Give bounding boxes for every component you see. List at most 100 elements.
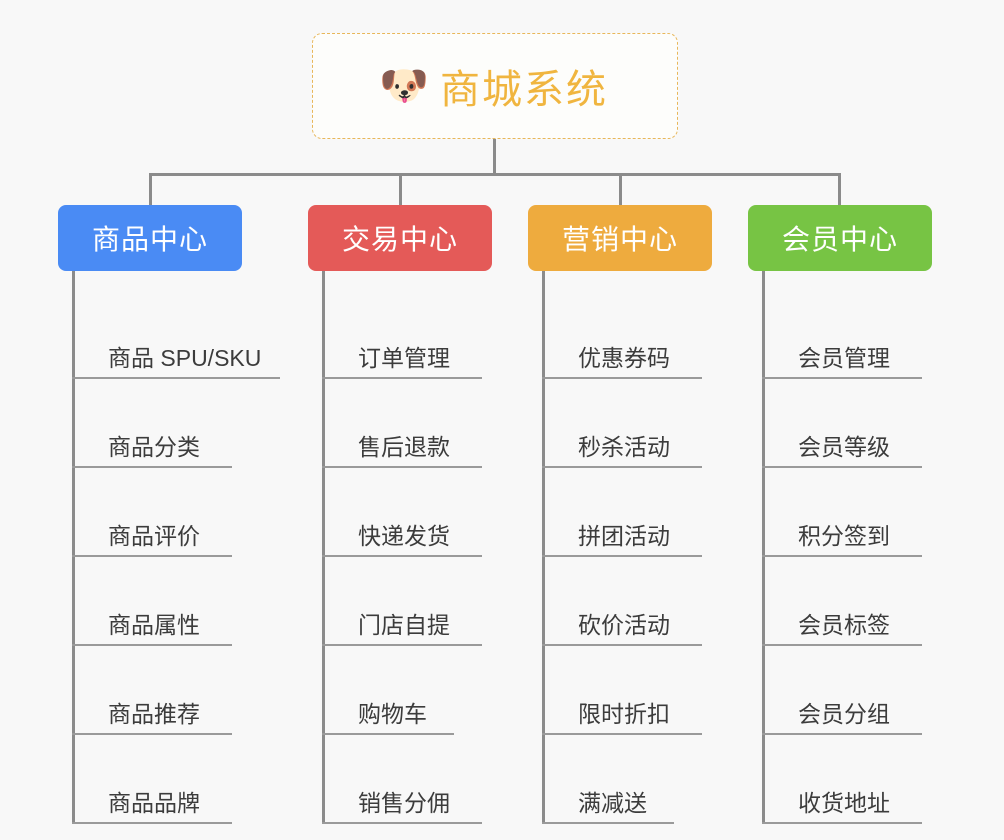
leaf-rail-product-center [72, 290, 75, 824]
leaf-item[interactable]: 优惠券码 [542, 290, 702, 379]
leaf-item[interactable]: 销售分佣 [322, 735, 482, 824]
leaf-underline [762, 822, 922, 824]
leaf-item[interactable]: 商品评价 [72, 468, 261, 557]
leaf-underline [762, 555, 922, 557]
leaf-underline [72, 377, 280, 379]
leaf-underline [542, 377, 702, 379]
leaf-item-label: 拼团活动 [578, 523, 670, 550]
leaf-item[interactable]: 会员标签 [762, 557, 922, 646]
connector-stub-product-center [72, 271, 75, 293]
leaf-item-label: 积分签到 [798, 523, 890, 550]
connector-stub-marketing-center [542, 271, 545, 293]
leaf-item[interactable]: 商品属性 [72, 557, 261, 646]
leaf-item[interactable]: 售后退款 [322, 379, 482, 468]
leaf-item[interactable]: 商品推荐 [72, 646, 261, 735]
category-box-marketing-center[interactable]: 营销中心 [528, 205, 712, 271]
leaf-item[interactable]: 快递发货 [322, 468, 482, 557]
leaf-item-label: 会员管理 [798, 345, 890, 372]
leaf-column-marketing-center: 优惠券码秒杀活动拼团活动砍价活动限时折扣满减送 [542, 290, 702, 824]
category-box-trade-center[interactable]: 交易中心 [308, 205, 492, 271]
leaf-item-label: 商品品牌 [108, 790, 200, 817]
leaf-underline [72, 466, 232, 468]
leaf-item[interactable]: 拼团活动 [542, 468, 702, 557]
category-box-member-center[interactable]: 会员中心 [748, 205, 932, 271]
leaf-item[interactable]: 砍价活动 [542, 557, 702, 646]
leaf-item-label: 会员标签 [798, 612, 890, 639]
leaf-column-trade-center: 订单管理售后退款快递发货门店自提购物车销售分佣 [322, 290, 482, 824]
category-label: 交易中心 [341, 224, 458, 255]
leaf-underline [542, 644, 702, 646]
leaf-item[interactable]: 商品品牌 [72, 735, 261, 824]
leaf-column-product-center: 商品 SPU/SKU 商品分类商品评价商品属性商品推荐商品品牌 [72, 290, 280, 824]
leaf-item[interactable]: 满减送 [542, 735, 674, 824]
category-label: 营销中心 [561, 224, 678, 255]
leaf-item[interactable]: 积分签到 [762, 468, 922, 557]
leaf-underline [542, 822, 674, 824]
leaf-item-label: 商品 SPU/SKU [108, 345, 262, 372]
leaf-item[interactable]: 订单管理 [322, 290, 482, 379]
leaf-item[interactable]: 门店自提 [322, 557, 482, 646]
leaf-item-label: 购物车 [358, 701, 427, 728]
leaf-item[interactable]: 收货地址 [762, 735, 922, 824]
leaf-item-label: 商品分类 [108, 434, 200, 461]
leaf-item[interactable]: 商品分类 [72, 379, 261, 468]
leaf-item-label: 秒杀活动 [578, 434, 670, 461]
connector-drop-trade-center [399, 173, 402, 207]
leaf-rail-member-center [762, 290, 765, 824]
leaf-item-label: 满减送 [578, 790, 647, 817]
leaf-item-label: 门店自提 [358, 612, 450, 639]
connector-horizontal-bus [150, 173, 840, 176]
leaf-underline [762, 377, 922, 379]
leaf-underline [322, 733, 454, 735]
leaf-underline [322, 466, 482, 468]
leaf-item-label: 收货地址 [798, 790, 890, 817]
leaf-item[interactable]: 会员分组 [762, 646, 922, 735]
leaf-item-label: 会员等级 [798, 434, 890, 461]
shiba-dog-face-icon: 🐶 [379, 64, 429, 108]
leaf-rail-trade-center [322, 290, 325, 824]
leaf-item-label: 商品评价 [108, 523, 200, 550]
leaf-item[interactable]: 限时折扣 [542, 646, 702, 735]
leaf-underline [542, 733, 702, 735]
leaf-column-member-center: 会员管理会员等级积分签到会员标签会员分组收货地址 [762, 290, 922, 824]
leaf-item[interactable]: 会员等级 [762, 379, 922, 468]
leaf-underline [762, 466, 922, 468]
connector-stub-trade-center [322, 271, 325, 293]
leaf-underline [762, 733, 922, 735]
leaf-item-label: 会员分组 [798, 701, 890, 728]
connector-drop-member-center [838, 173, 841, 207]
connector-drop-marketing-center [619, 173, 622, 207]
leaf-underline [322, 822, 482, 824]
leaf-underline [542, 555, 702, 557]
leaf-item[interactable]: 购物车 [322, 646, 454, 735]
leaf-underline [322, 377, 482, 379]
leaf-item-label: 优惠券码 [578, 345, 670, 372]
category-box-product-center[interactable]: 商品中心 [58, 205, 242, 271]
leaf-item-label: 商品属性 [108, 612, 200, 639]
leaf-underline [762, 644, 922, 646]
root-node-mall-system[interactable]: 🐶 商城系统 [312, 33, 678, 139]
category-label: 会员中心 [781, 224, 898, 255]
root-node-title: 商城系统 [440, 68, 608, 112]
leaf-underline [322, 555, 482, 557]
leaf-item-label: 订单管理 [358, 345, 450, 372]
leaf-rail-marketing-center [542, 290, 545, 824]
leaf-item-label: 限时折扣 [578, 701, 670, 728]
leaf-underline [72, 644, 232, 646]
leaf-underline [72, 822, 232, 824]
leaf-item-label: 销售分佣 [358, 790, 450, 817]
leaf-underline [72, 555, 232, 557]
leaf-item[interactable]: 秒杀活动 [542, 379, 702, 468]
connector-root-trunk [493, 139, 496, 175]
leaf-item-label: 商品推荐 [108, 701, 200, 728]
leaf-item-label: 快递发货 [358, 523, 450, 550]
leaf-item-label: 售后退款 [358, 434, 450, 461]
connector-stub-member-center [762, 271, 765, 293]
leaf-underline [322, 644, 482, 646]
category-label: 商品中心 [91, 224, 208, 255]
leaf-item[interactable]: 商品 SPU/SKU [72, 290, 280, 379]
leaf-underline [542, 466, 702, 468]
leaf-item-label: 砍价活动 [578, 612, 670, 639]
leaf-item[interactable]: 会员管理 [762, 290, 922, 379]
